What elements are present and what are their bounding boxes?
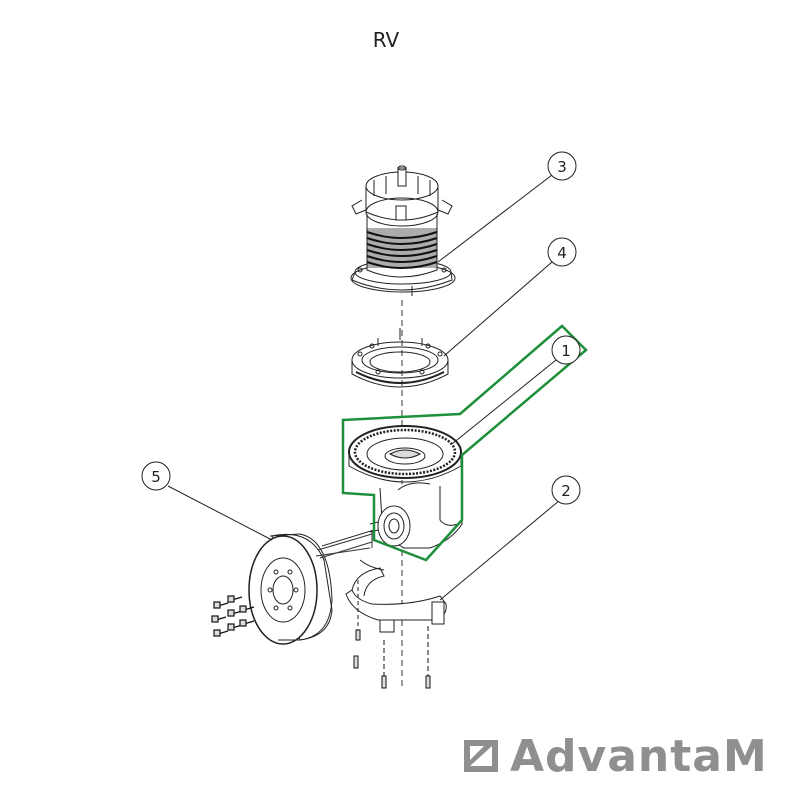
callout-2: 2: [551, 475, 581, 505]
callout-1: 1: [551, 335, 581, 365]
leader-line-1: [451, 359, 557, 445]
callout-4: 4: [547, 237, 577, 267]
rotary-frame-part: [348, 425, 463, 549]
callout-number: 4: [557, 244, 567, 262]
leader-line-5: [167, 485, 273, 541]
brand-name: AdvantaM: [510, 730, 768, 782]
wheel-part: [211, 529, 375, 645]
brand-logo: AdvantaM: [462, 728, 768, 784]
brand-mark-icon: [464, 740, 498, 772]
callout-number: 2: [561, 482, 571, 500]
callout-number: 1: [561, 342, 571, 360]
leader-line-2: [439, 499, 561, 601]
drawing-title: RV: [372, 28, 400, 52]
motor-part: [350, 165, 456, 296]
callout-number: 5: [151, 468, 161, 486]
callout-number: 3: [557, 158, 567, 176]
highlight-outline: [341, 324, 588, 562]
ring-flange-part: [351, 328, 449, 388]
leader-line-4: [443, 261, 553, 357]
bottom-screws: [353, 626, 431, 689]
bottom-bracket-part: [345, 559, 447, 640]
leader-line-3: [437, 174, 553, 263]
callout-3: 3: [547, 151, 577, 181]
callout-5: 5: [141, 461, 171, 491]
